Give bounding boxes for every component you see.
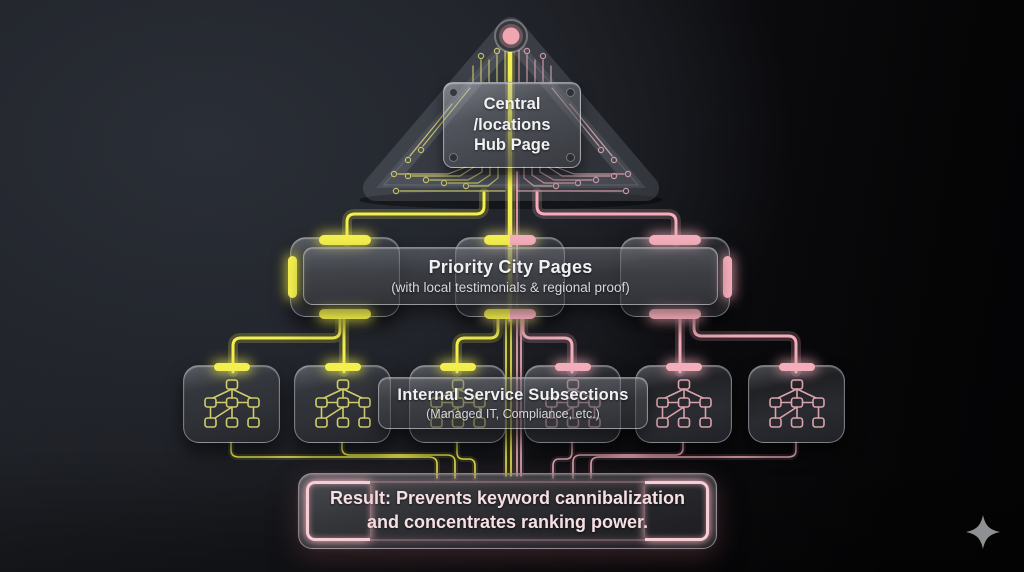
sparkle-icon [966, 515, 1000, 549]
city-row-label: Priority City Pages (with local testimon… [303, 247, 718, 305]
service-card-2 [294, 363, 391, 443]
screw-icon [449, 153, 458, 162]
hub-title: Central /locations Hub Page [473, 95, 551, 155]
screw-icon [566, 153, 575, 162]
city-row-title: Priority City Pages [428, 257, 593, 277]
service-row-title: Internal Service Subsections [397, 385, 629, 404]
service-card-1 [183, 363, 280, 443]
sitemap-tree-icon [203, 379, 260, 428]
sitemap-tree-icon [768, 379, 825, 428]
service-row-subtitle: (Managed IT, Compliance, etc.) [426, 406, 600, 421]
city-row-subtitle: (with local testimonials & regional proo… [391, 280, 630, 295]
service-card-6 [748, 363, 845, 443]
result-banner: Result: Prevents keyword cannibalization… [298, 473, 717, 549]
central-hub-page-card: Central /locations Hub Page [443, 82, 581, 168]
result-text: Result: Prevents keyword cannibalization… [329, 488, 686, 532]
circuit-node-icon [494, 19, 528, 53]
screw-icon [566, 88, 575, 97]
screw-icon [449, 88, 458, 97]
sitemap-tree-icon [314, 379, 371, 428]
sitemap-tree-icon [655, 379, 712, 428]
service-row-label: Internal Service Subsections (Managed IT… [378, 377, 648, 429]
service-card-5 [635, 363, 732, 443]
